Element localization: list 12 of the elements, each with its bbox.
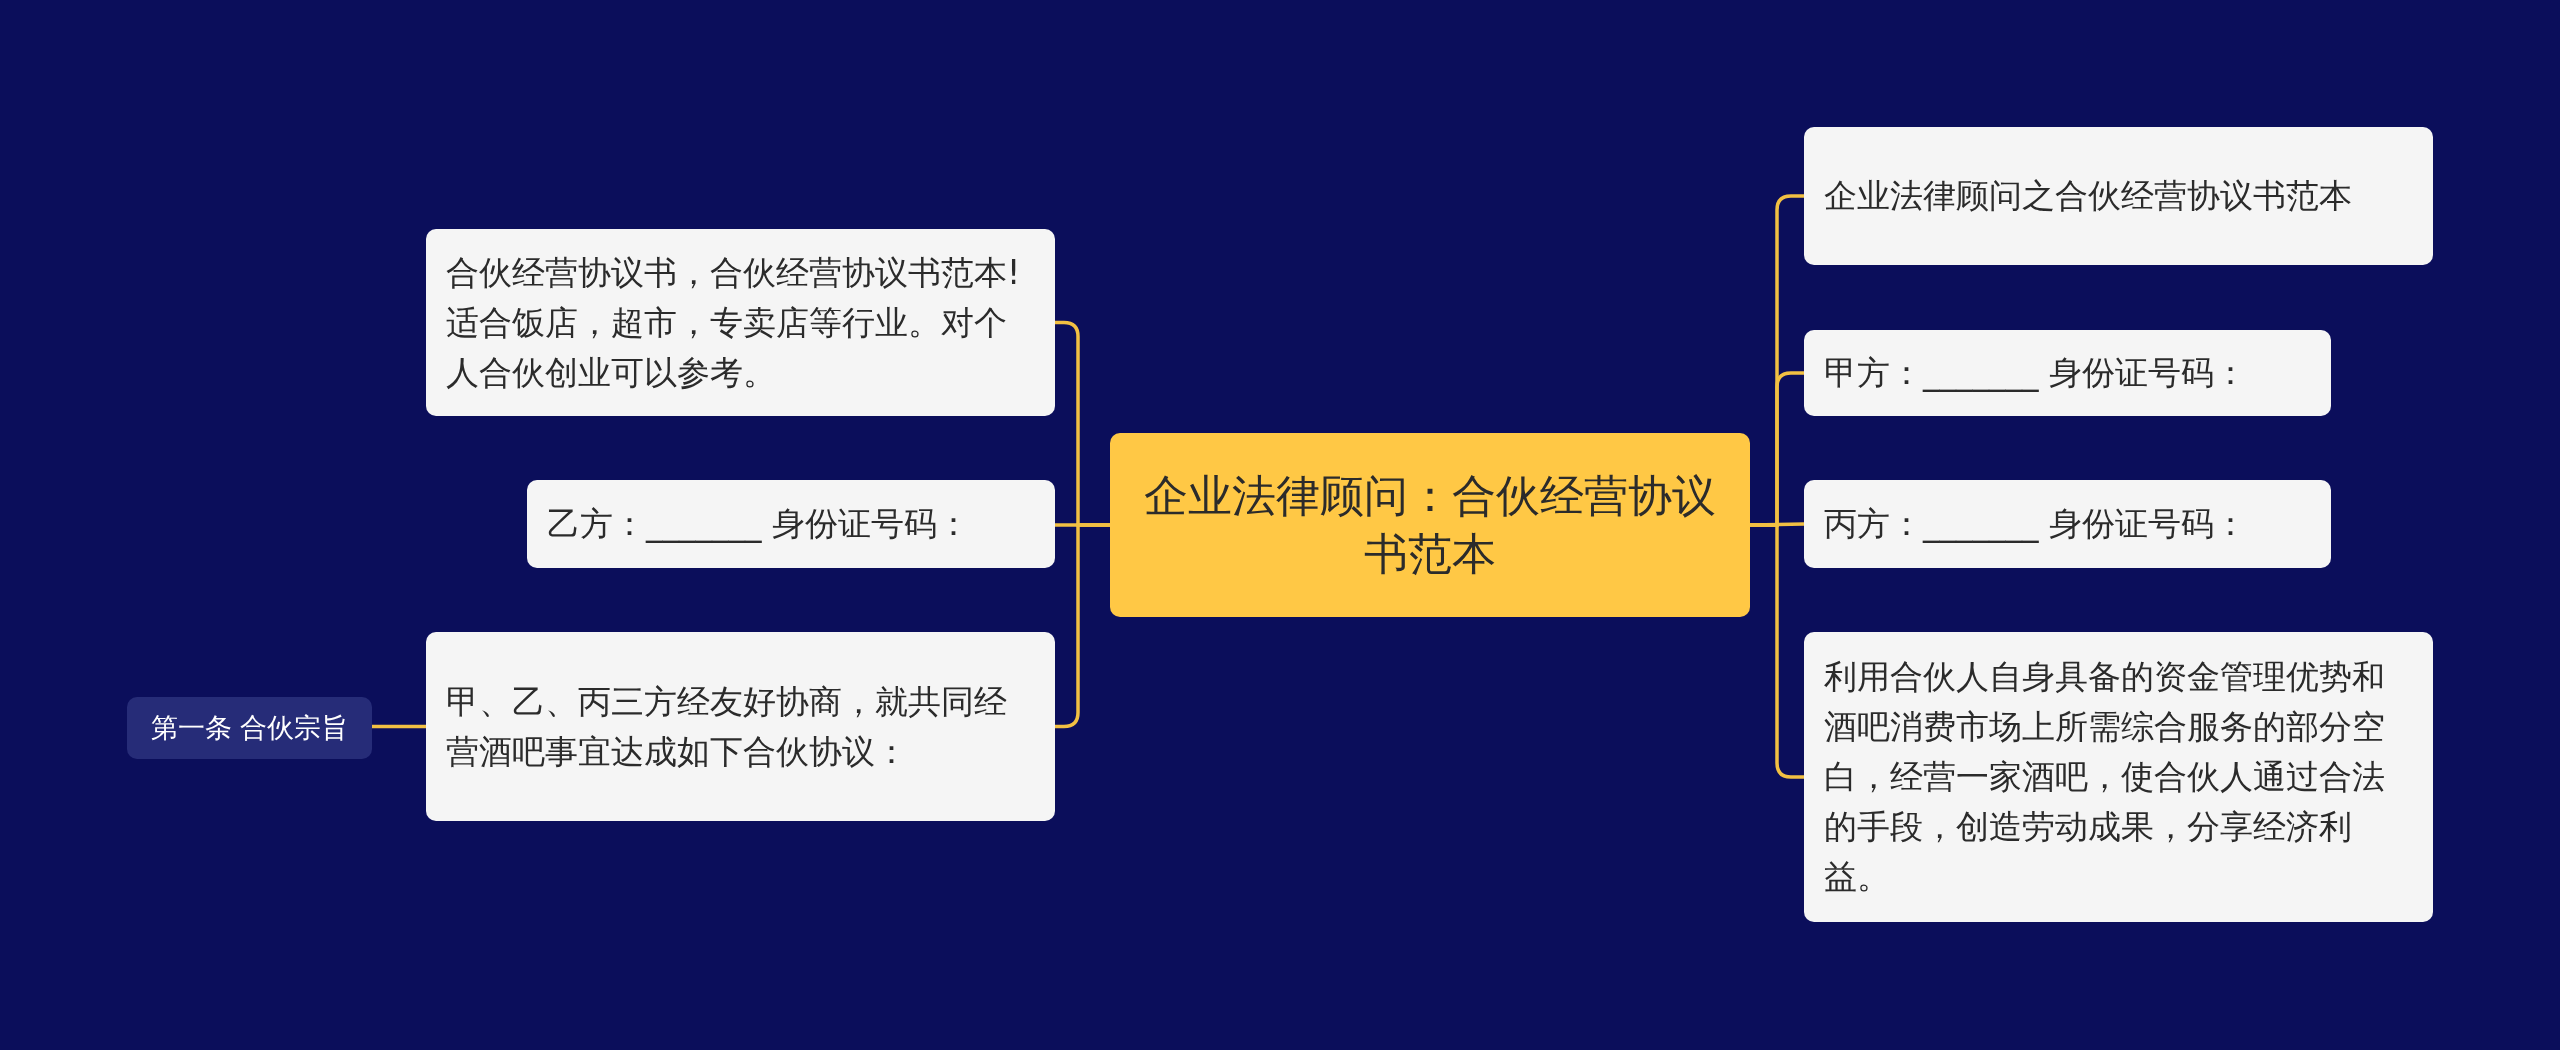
connector-line [1750,523,1804,779]
topic-box: 利用合伙人自身具备的资金管理优势和酒吧消费市场上所需综合服务的部分空白，经营一家酒吧，使合伙人通过合法的手段，创造劳动成果，分享经济利益。 [1804,632,2433,922]
topic-box: 企业法律顾问之合伙经营协议书范本 [1804,127,2433,265]
connector-line [372,724,426,729]
topic-box: 乙方：_______ 身份证号码： [527,480,1055,568]
topic-box: 甲、乙、丙三方经友好协商，就共同经营酒吧事宜达成如下合伙协议： [426,632,1055,821]
connector-line [1055,523,1110,729]
topic-box: 丙方：_______ 身份证号码： [1804,480,2331,568]
topic-box: 甲方：_______ 身份证号码： [1804,330,2331,416]
central-topic-box: 企业法律顾问：合伙经营协议书范本 [1110,433,1750,617]
subtopic-box: 第一条 合伙宗旨 [127,697,372,759]
topic-box: 合伙经营协议书，合伙经营协议书范本!适合饭店，超市，专卖店等行业。对个人合伙创业可以参考。 [426,229,1055,416]
